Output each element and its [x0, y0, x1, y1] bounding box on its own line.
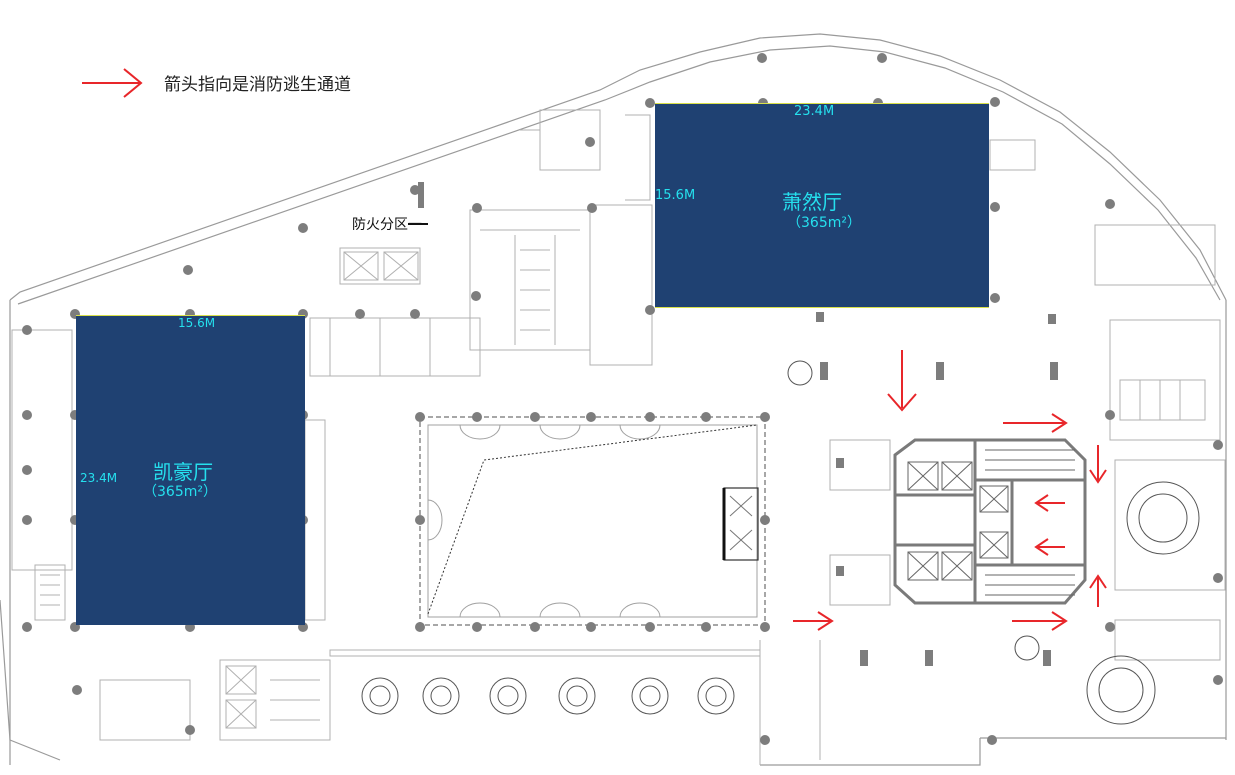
escape-arrow — [1034, 538, 1065, 556]
hall-xiaoran-area: （365m²） — [787, 215, 861, 231]
escape-arrow — [887, 350, 917, 412]
outer-walls — [0, 33, 1227, 766]
round-table-small — [1014, 635, 1040, 661]
square-columns — [418, 182, 1058, 666]
round-table — [422, 677, 460, 715]
interior-walls — [11, 109, 1226, 765]
hall-kaihao-width-label: 15.6M — [178, 316, 216, 330]
round-table — [489, 677, 527, 715]
core-elevators — [907, 449, 1075, 596]
round-table — [631, 677, 669, 715]
fire-zone-leader-line — [408, 223, 428, 225]
banquet-tables — [361, 360, 1200, 725]
atrium — [419, 416, 766, 626]
legend-text: 箭头指向是消防逃生通道 — [164, 75, 351, 95]
escape-arrow — [1089, 445, 1107, 484]
red-arrow-icon — [82, 68, 143, 98]
hall-xiaoran-height-label: 15.6M — [655, 188, 696, 203]
hall-kaihao-area: （365m²） — [143, 484, 217, 500]
hall-xiaoran[interactable] — [655, 103, 989, 308]
hall-xiaoran-width-label: 23.4M — [794, 104, 835, 119]
legend — [80, 66, 144, 100]
hall-kaihao[interactable] — [76, 315, 305, 625]
round-table — [558, 677, 596, 715]
escape-arrow — [1003, 413, 1068, 433]
escape-arrow — [1034, 494, 1065, 512]
structural-columns — [22, 53, 1223, 745]
round-table-small — [787, 360, 813, 386]
round-table-large — [1126, 481, 1200, 555]
hall-kaihao-height-label: 23.4M — [80, 471, 118, 485]
hall-xiaoran-name: 萧然厅 — [782, 190, 842, 214]
round-table — [361, 677, 399, 715]
escape-arrow — [1089, 574, 1107, 607]
escape-arrow — [1012, 611, 1068, 631]
escape-arrow — [793, 611, 834, 631]
escape-arrows — [793, 350, 1107, 631]
core-stairs — [893, 438, 1087, 605]
round-table-large — [1086, 655, 1156, 725]
fire-zone-label: 防火分区一 — [352, 217, 422, 233]
hall-kaihao-name: 凯豪厅 — [153, 460, 213, 484]
round-table — [697, 677, 735, 715]
